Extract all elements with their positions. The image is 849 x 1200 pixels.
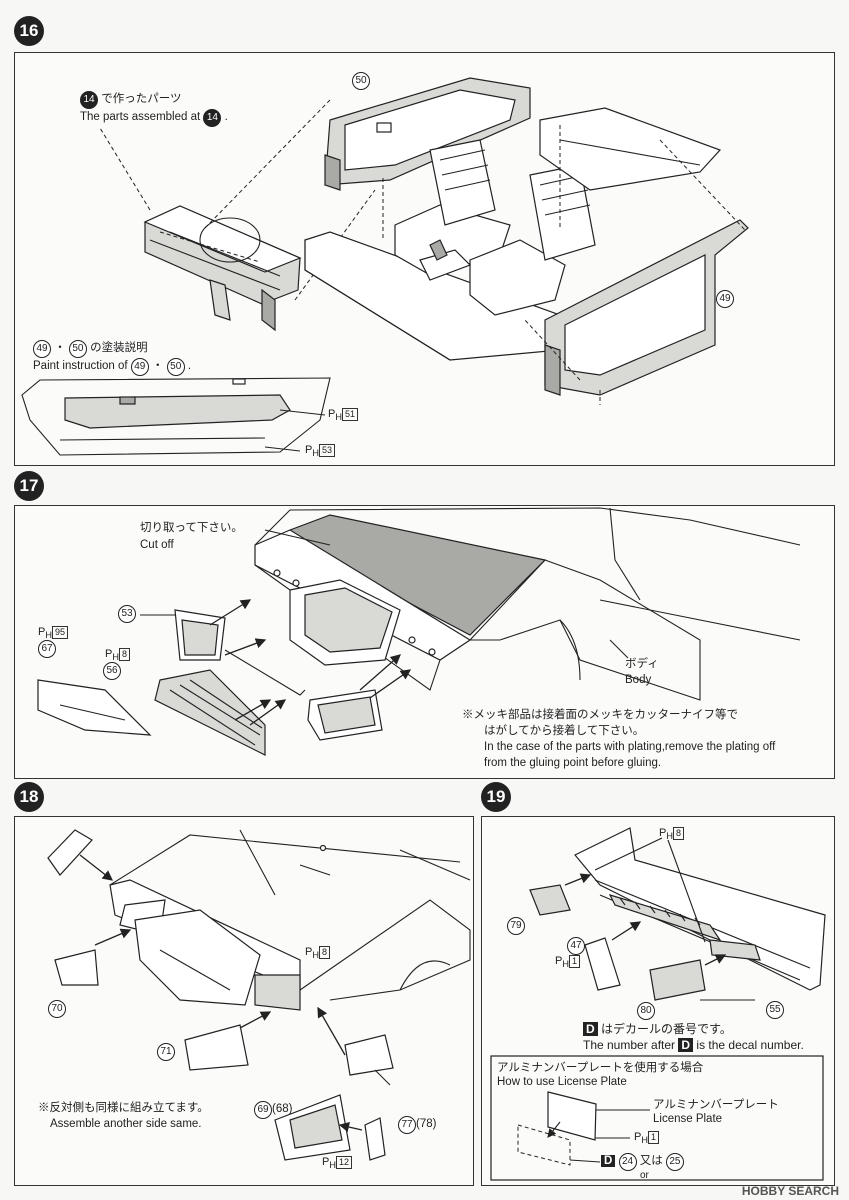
dashboard-assembly — [143, 205, 302, 332]
part-67-panel — [37, 679, 152, 736]
part-49-panel — [544, 219, 749, 396]
rear-light-right — [307, 689, 383, 741]
paint-ref-49: 49 — [33, 340, 51, 358]
part-50-panel — [324, 77, 531, 191]
part-71-light — [184, 1024, 249, 1071]
part-79-label: 79 — [507, 917, 525, 935]
rear-body-shell — [254, 507, 801, 701]
body-label-jp: ボディ — [625, 658, 659, 670]
plate-title-jp: アルミナンバープレートを使用する場合 — [497, 1062, 704, 1074]
plating-note-jp1: ※メッキ部品は接着面のメッキをカッターナイフ等で — [462, 709, 738, 721]
paint-title-jp-text: の塗装説明 — [90, 342, 148, 354]
plating-note-en1: In the case of the parts with plating,re… — [484, 741, 776, 753]
part-49-badge: 49 — [716, 290, 734, 308]
part-70-label: 70 — [48, 1000, 66, 1018]
paint-door-sketch — [21, 377, 331, 456]
paint-title-en: Paint instruction of 49 ・ 50 . — [33, 358, 191, 376]
part-80-label: 80 — [637, 1002, 655, 1020]
part-79-grille — [529, 884, 571, 916]
part-53-label: 53 — [118, 605, 136, 623]
part-67-label: 67 — [38, 640, 56, 658]
decal-note-jp: D はデカールの番号です。 — [583, 1022, 732, 1037]
license-plate-box — [490, 1055, 824, 1181]
paint-title-jp: 49 ・ 50 の塗装説明 — [33, 340, 148, 358]
part-69-lens — [274, 1094, 351, 1161]
plating-note-en2: from the gluing point before gluing. — [484, 757, 662, 769]
part-50-label: 50 — [352, 72, 370, 90]
part-50-badge: 50 — [352, 72, 370, 90]
part-70-light — [54, 949, 99, 986]
part-77-lamp — [364, 1117, 386, 1161]
callout-assembled-jp: 14 で作ったパーツ — [80, 91, 181, 109]
assemble-note-jp: ※反対側も同様に組み立てます。 — [38, 1102, 209, 1114]
callout-assembled-en-text: The parts assembled at — [80, 111, 201, 123]
plate-label-en: License Plate — [653, 1113, 723, 1125]
paint-title-en-text: Paint instruction of — [33, 360, 128, 372]
cutoff-label-jp: 切り取って下さい。 — [140, 522, 243, 534]
front-body-shell — [109, 829, 471, 1011]
paint-ref-50-en: 50 — [166, 358, 185, 376]
step-number-19: 19 — [481, 782, 511, 812]
watermark: HOBBY SEARCH — [741, 1184, 839, 1198]
part-77-label: 77(78) — [398, 1116, 436, 1134]
corner-part — [344, 1034, 394, 1076]
plate-decal-options: D 24 又は 25 — [601, 1153, 684, 1171]
plating-note-jp2: はがしてから接着して下さい。 — [484, 725, 645, 737]
plate-or-en: or — [640, 1170, 649, 1181]
cutoff-label-en: Cut off — [140, 539, 174, 551]
plate-label-jp: アルミナンバープレート — [653, 1099, 779, 1111]
part-49-label: 49 — [716, 290, 734, 308]
part-56-grille — [154, 669, 266, 756]
part-55-label: 55 — [766, 1001, 784, 1019]
part-47-plate — [584, 937, 621, 991]
callout-assembled-jp-text: で作ったパーツ — [101, 93, 182, 105]
step-number-18: 18 — [14, 782, 44, 812]
ref-14-badge: 14 — [80, 91, 98, 109]
mirror-part — [47, 829, 93, 876]
part-55-bumper — [574, 827, 826, 991]
assemble-note-en: Assemble another side same. — [50, 1118, 202, 1130]
part-56-label: 56 — [103, 662, 121, 680]
decal-letter: D — [583, 1022, 598, 1036]
rear-shelf — [539, 107, 722, 191]
step-number-16: 16 — [14, 16, 44, 46]
ref-14-badge-en: 14 — [203, 109, 222, 127]
part-53-bumper-light — [174, 609, 226, 661]
part-47-label: 47 — [567, 937, 585, 955]
interior-tub — [304, 139, 596, 361]
plate-title-en: How to use License Plate — [497, 1076, 627, 1088]
part-80-light — [649, 959, 706, 1001]
part-69-label: 69(68) — [254, 1101, 292, 1119]
step-number-17: 17 — [14, 471, 44, 501]
paint-ref-49-en: 49 — [130, 358, 149, 376]
paint-ref-50: 50 — [68, 340, 87, 358]
decal-note-en: The number after D is the decal number. — [583, 1038, 804, 1052]
body-label-en: Body — [625, 674, 652, 686]
callout-assembled-en: The parts assembled at 14 . — [80, 109, 228, 127]
part-71-label: 71 — [157, 1043, 175, 1061]
